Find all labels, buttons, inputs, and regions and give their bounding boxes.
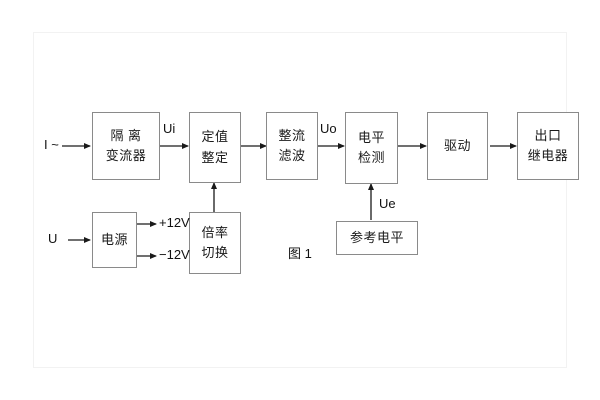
block-reference-line1: 参考电平 [349, 229, 404, 245]
block-power-line1: 电源 [100, 231, 128, 247]
block-drive-line1: 驱动 [443, 137, 471, 153]
block-output-line1: 出口 [534, 127, 562, 143]
block-isolation-line1: 隔 离 [110, 127, 142, 143]
block-drive[interactable]: 驱动 [427, 112, 488, 180]
label-rail-positive: +12V [159, 215, 190, 230]
label-ue: Ue [379, 196, 396, 211]
block-isolation-line2: 变流器 [105, 148, 147, 163]
block-setting-line2: 整定 [201, 149, 229, 165]
label-uo: Uo [320, 121, 337, 136]
block-rectify-line1: 整流 [278, 127, 306, 143]
label-current-input: I ~ [44, 137, 59, 152]
block-level-line1: 电平 [357, 129, 385, 145]
block-output-line2: 继电器 [527, 148, 569, 163]
block-output-relay[interactable]: 出口 继电器 [517, 112, 579, 180]
block-setting-line1: 定值 [201, 129, 229, 145]
figure-caption: 图 1 [288, 246, 312, 261]
block-multiplier[interactable]: 倍率 切换 [189, 212, 241, 274]
block-reference-level[interactable]: 参考电平 [336, 221, 418, 255]
block-isolation[interactable]: 隔 离 变流器 [92, 112, 160, 180]
label-voltage-input: U [48, 231, 58, 246]
block-multiplier-line2: 切换 [201, 245, 229, 260]
block-multiplier-line1: 倍率 [201, 224, 229, 240]
block-rectify-line2: 滤波 [278, 148, 306, 163]
figure-frame [33, 32, 567, 368]
block-rectify-filter[interactable]: 整流 滤波 [266, 112, 318, 180]
block-level-line2: 检测 [357, 150, 385, 165]
block-setting[interactable]: 定值 整定 [189, 112, 241, 183]
label-rail-negative: −12V [159, 247, 190, 262]
block-level-detect[interactable]: 电平 检测 [345, 112, 398, 184]
block-power-supply[interactable]: 电源 [92, 212, 137, 268]
label-ui: Ui [163, 121, 176, 136]
